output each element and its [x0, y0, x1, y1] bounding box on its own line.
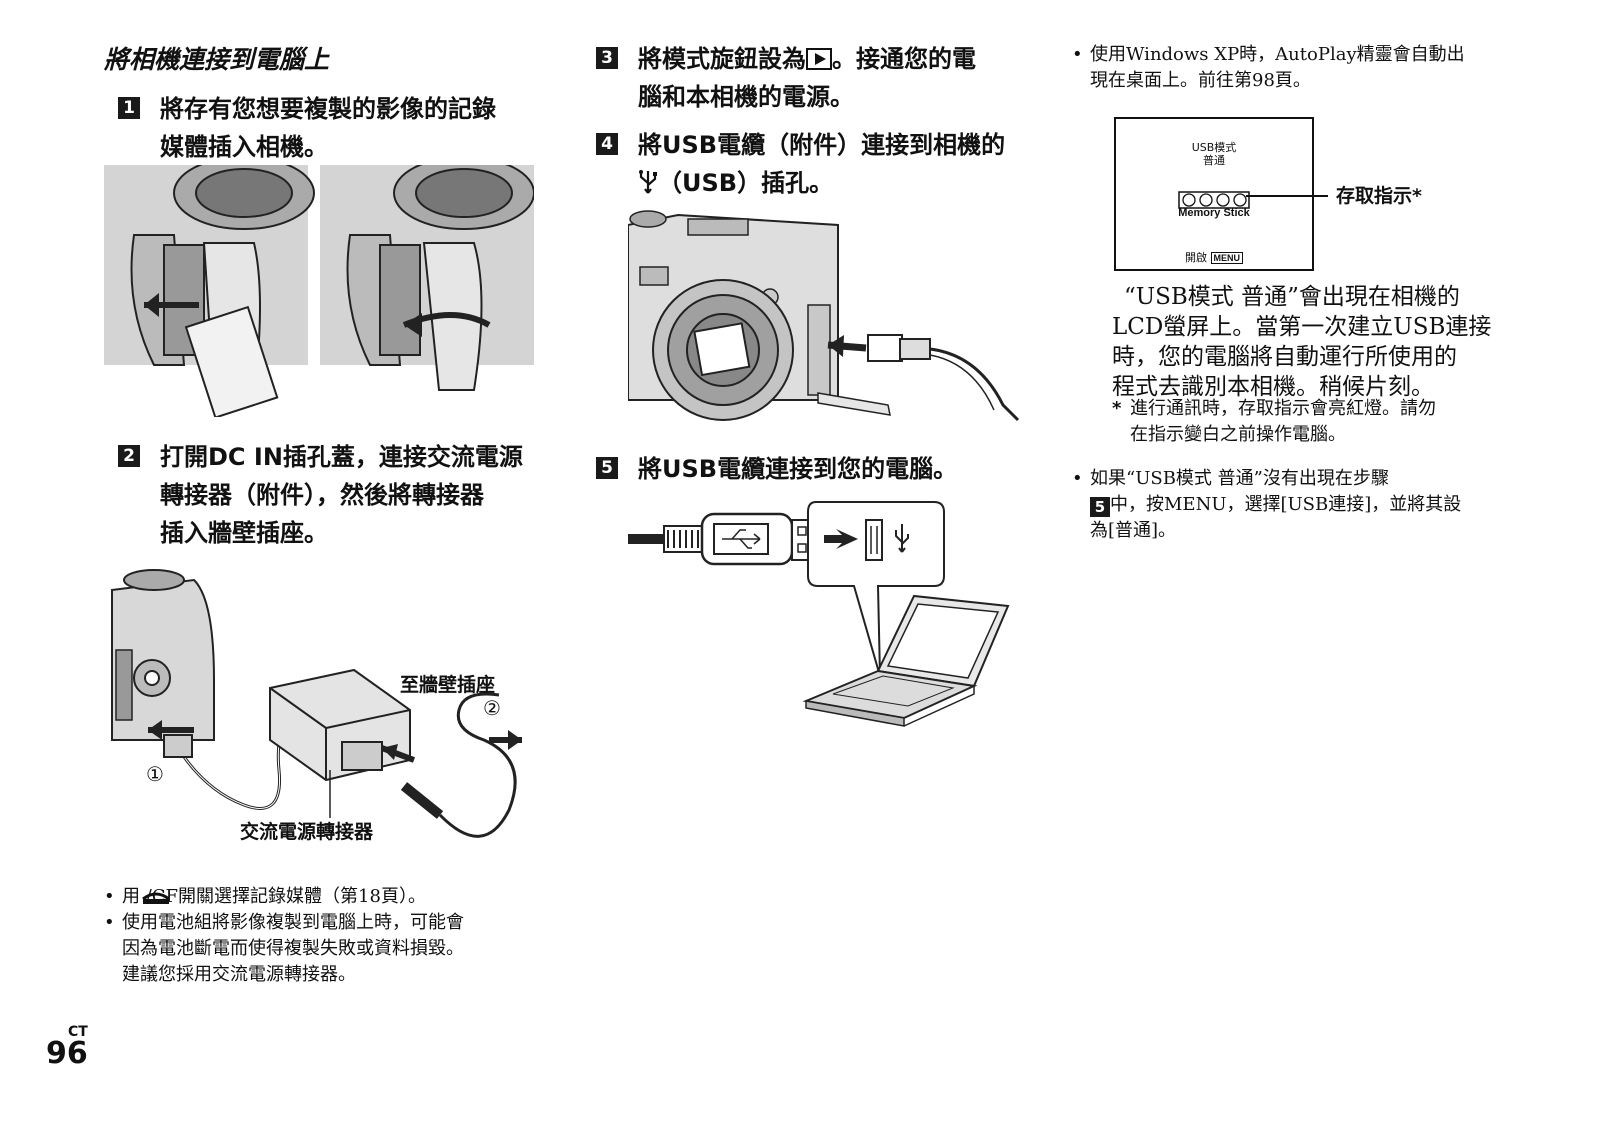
step-3-number: 3: [596, 47, 618, 69]
step-4: 4 將USB電纜（附件）連接到相機的 （USB）插孔。: [596, 126, 1036, 206]
step-2-text-line1: 打開DC IN插孔蓋，連接交流電源: [160, 443, 523, 471]
step-3-text-line1b: 。接通您的電: [832, 45, 976, 73]
lcd-memory-stick-text: Memory Stick: [1178, 207, 1250, 219]
usb-computer-illustration: [628, 496, 1028, 736]
lcd-open-text: 開啟: [1185, 251, 1207, 264]
bullet-media-switch-text: 用 /CF開關選擇記錄媒體（第18頁）。: [122, 886, 426, 907]
bullet-battery-line3: 建議您採用交流電源轉接器。: [122, 964, 356, 985]
step-4-number: 4: [596, 133, 618, 155]
autoplay-line2: 現在桌面上。前往第98頁。: [1090, 70, 1311, 91]
step-4-text-line2: （USB）插孔。: [658, 169, 834, 197]
step-5-number: 5: [596, 457, 618, 479]
ac-adapter-illustration: [104, 560, 544, 860]
circle-1-label: ①: [146, 762, 164, 786]
lcd-normal-text: 普通: [1203, 154, 1225, 167]
memory-stick-icon: [141, 889, 171, 911]
access-indicator-circles: [1178, 191, 1250, 213]
usb-mode-paragraph: “USB模式 普通”會出現在相機的 LCD螢屏上。當第一次建立USB連接 時，您…: [1112, 282, 1552, 402]
step-3-text-line2: 腦和本相機的電源。: [638, 83, 854, 111]
note-line2: 在指示變白之前操作電腦。: [1130, 424, 1346, 445]
autoplay-line1: 使用Windows XP時，AutoPlay精靈會自動出: [1090, 44, 1465, 65]
page-number: 96: [46, 1036, 88, 1071]
step-1: 1 將存有您想要複製的影像的記錄 媒體插入相機。: [118, 90, 548, 166]
memory-card-insert-illustration: [104, 165, 534, 417]
step-1-text-line2: 媒體插入相機。: [160, 133, 328, 161]
lcd-menu-badge: MENU: [1210, 252, 1243, 264]
para-line4: 程式去識別本相機。稍候片刻。: [1112, 374, 1434, 400]
right-bullet-autoplay: 使用Windows XP時，AutoPlay精靈會自動出 現在桌面上。前往第98…: [1072, 42, 1542, 94]
right-bullet-fallback: 如果“USB模式 普通”沒有出現在步驟 5中，按MENU，選擇[USB連接]，並…: [1072, 466, 1542, 544]
circle-2-label: ②: [483, 696, 501, 720]
step-3: 3 將模式旋鈕設為。接通您的電 腦和本相機的電源。: [596, 40, 1036, 116]
step-2-text-line3: 插入牆壁插座。: [160, 519, 328, 547]
to-wall-label: 至牆壁插座: [400, 674, 496, 696]
step-4-text-line1: 將USB電纜（附件）連接到相機的: [638, 131, 1006, 159]
step-2-text-line2: 轉接器（附件），然後將轉接器: [160, 481, 484, 509]
bullet-battery-line1: 使用電池組將影像複製到電腦上時，可能會: [122, 912, 464, 933]
camera-usb-illustration: [628, 205, 1028, 430]
page-locale-ct: CT: [68, 1024, 88, 1040]
step-5-text-line1: 將USB電纜連接到您的電腦。: [638, 455, 958, 483]
step-5: 5 將USB電纜連接到您的電腦。: [596, 450, 1036, 488]
step-1-number: 1: [118, 97, 140, 119]
ac-adapter-label: 交流電源轉接器: [240, 821, 374, 843]
note-star: *: [1112, 398, 1122, 419]
lcd-open-menu: 開啟 MENU: [1116, 249, 1312, 265]
left-bullets: 用 /CF開關選擇記錄媒體（第18頁）。 使用電池組將影像複製到電腦上時，可能會…: [104, 884, 544, 988]
fallback-line3: 為[普通]。: [1090, 520, 1177, 541]
step-3-text-line1a: 將模式旋鈕設為: [638, 45, 806, 73]
para-line3: 時，您的電腦將自動運行所使用的: [1112, 344, 1457, 370]
usb-trident-icon: [638, 168, 658, 206]
note-line1: 進行通訊時，存取指示會亮紅燈。請勿: [1130, 398, 1436, 419]
step-2: 2 打開DC IN插孔蓋，連接交流電源 轉接器（附件），然後將轉接器 插入牆壁插…: [118, 438, 558, 552]
fallback-step-ref: 5: [1090, 497, 1110, 517]
bullet-battery-line2: 因為電池斷電而使得複製失敗或資料損毀。: [122, 938, 464, 959]
playback-mode-icon: [806, 48, 832, 70]
access-indicator-label: 存取指示*: [1336, 185, 1422, 207]
lcd-usb-mode-text: USB模式: [1191, 141, 1237, 154]
lcd-screen: USB模式 普通 Memory Stick 開啟 MENU: [1114, 117, 1314, 271]
para-line1: “USB模式 普通”會出現在相機的: [1124, 284, 1460, 310]
access-indicator-leader-line: [1246, 195, 1328, 197]
access-note: * 進行通訊時，存取指示會亮紅燈。請勿 在指示變白之前操作電腦。: [1112, 396, 1552, 448]
section-title: 將相機連接到電腦上: [104, 45, 330, 74]
para-line2: LCD螢屏上。當第一次建立USB連接: [1112, 314, 1492, 340]
fallback-line2: 中，按MENU，選擇[USB連接]，並將其設: [1110, 494, 1462, 515]
fallback-line1: 如果“USB模式 普通”沒有出現在步驟: [1090, 468, 1389, 489]
step-1-text-line1: 將存有您想要複製的影像的記錄: [160, 95, 496, 123]
bullet-battery-warning: 使用電池組將影像複製到電腦上時，可能會 因為電池斷電而使得複製失敗或資料損毀。 …: [104, 910, 544, 988]
bullet-media-switch: 用 /CF開關選擇記錄媒體（第18頁）。: [104, 884, 544, 910]
step-2-number: 2: [118, 445, 140, 467]
